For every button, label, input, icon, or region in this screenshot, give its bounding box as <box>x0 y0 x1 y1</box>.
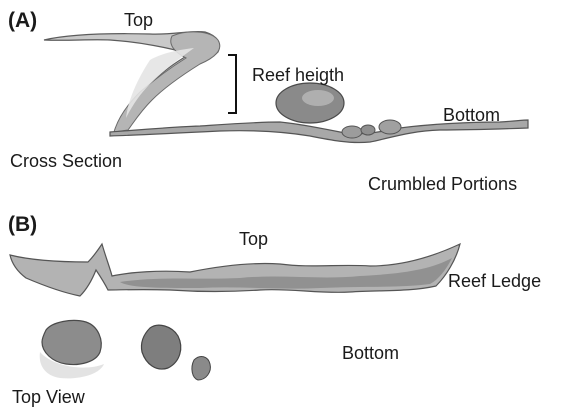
panel-b-top-label: Top <box>239 230 268 248</box>
crumbled-portions-label: Crumbled Portions <box>368 175 517 193</box>
panel-a-bottom-label: Bottom <box>443 106 500 124</box>
rubble-piece <box>379 120 401 134</box>
boulder-plan-medium <box>141 325 180 369</box>
reef-height-bracket <box>228 55 236 113</box>
reef-height-label: Reef heigth <box>252 66 344 84</box>
boulder-plan-small <box>192 357 210 380</box>
boulder-plan-large <box>42 320 101 364</box>
panel-b-tag: (B) <box>8 214 37 235</box>
panel-a-cross-section <box>44 32 528 143</box>
rubble-piece <box>342 126 362 138</box>
panel-b-bottom-label: Bottom <box>342 344 399 362</box>
top-view-caption: Top View <box>12 388 85 406</box>
reef-ledge-strip <box>10 244 460 296</box>
boulder-highlight <box>302 90 334 106</box>
panel-a-tag: (A) <box>8 10 37 31</box>
cross-section-caption: Cross Section <box>10 152 122 170</box>
reef-ledge-label: Reef Ledge <box>448 272 541 290</box>
panel-a-top-label: Top <box>124 11 153 29</box>
rubble-piece <box>361 125 375 135</box>
